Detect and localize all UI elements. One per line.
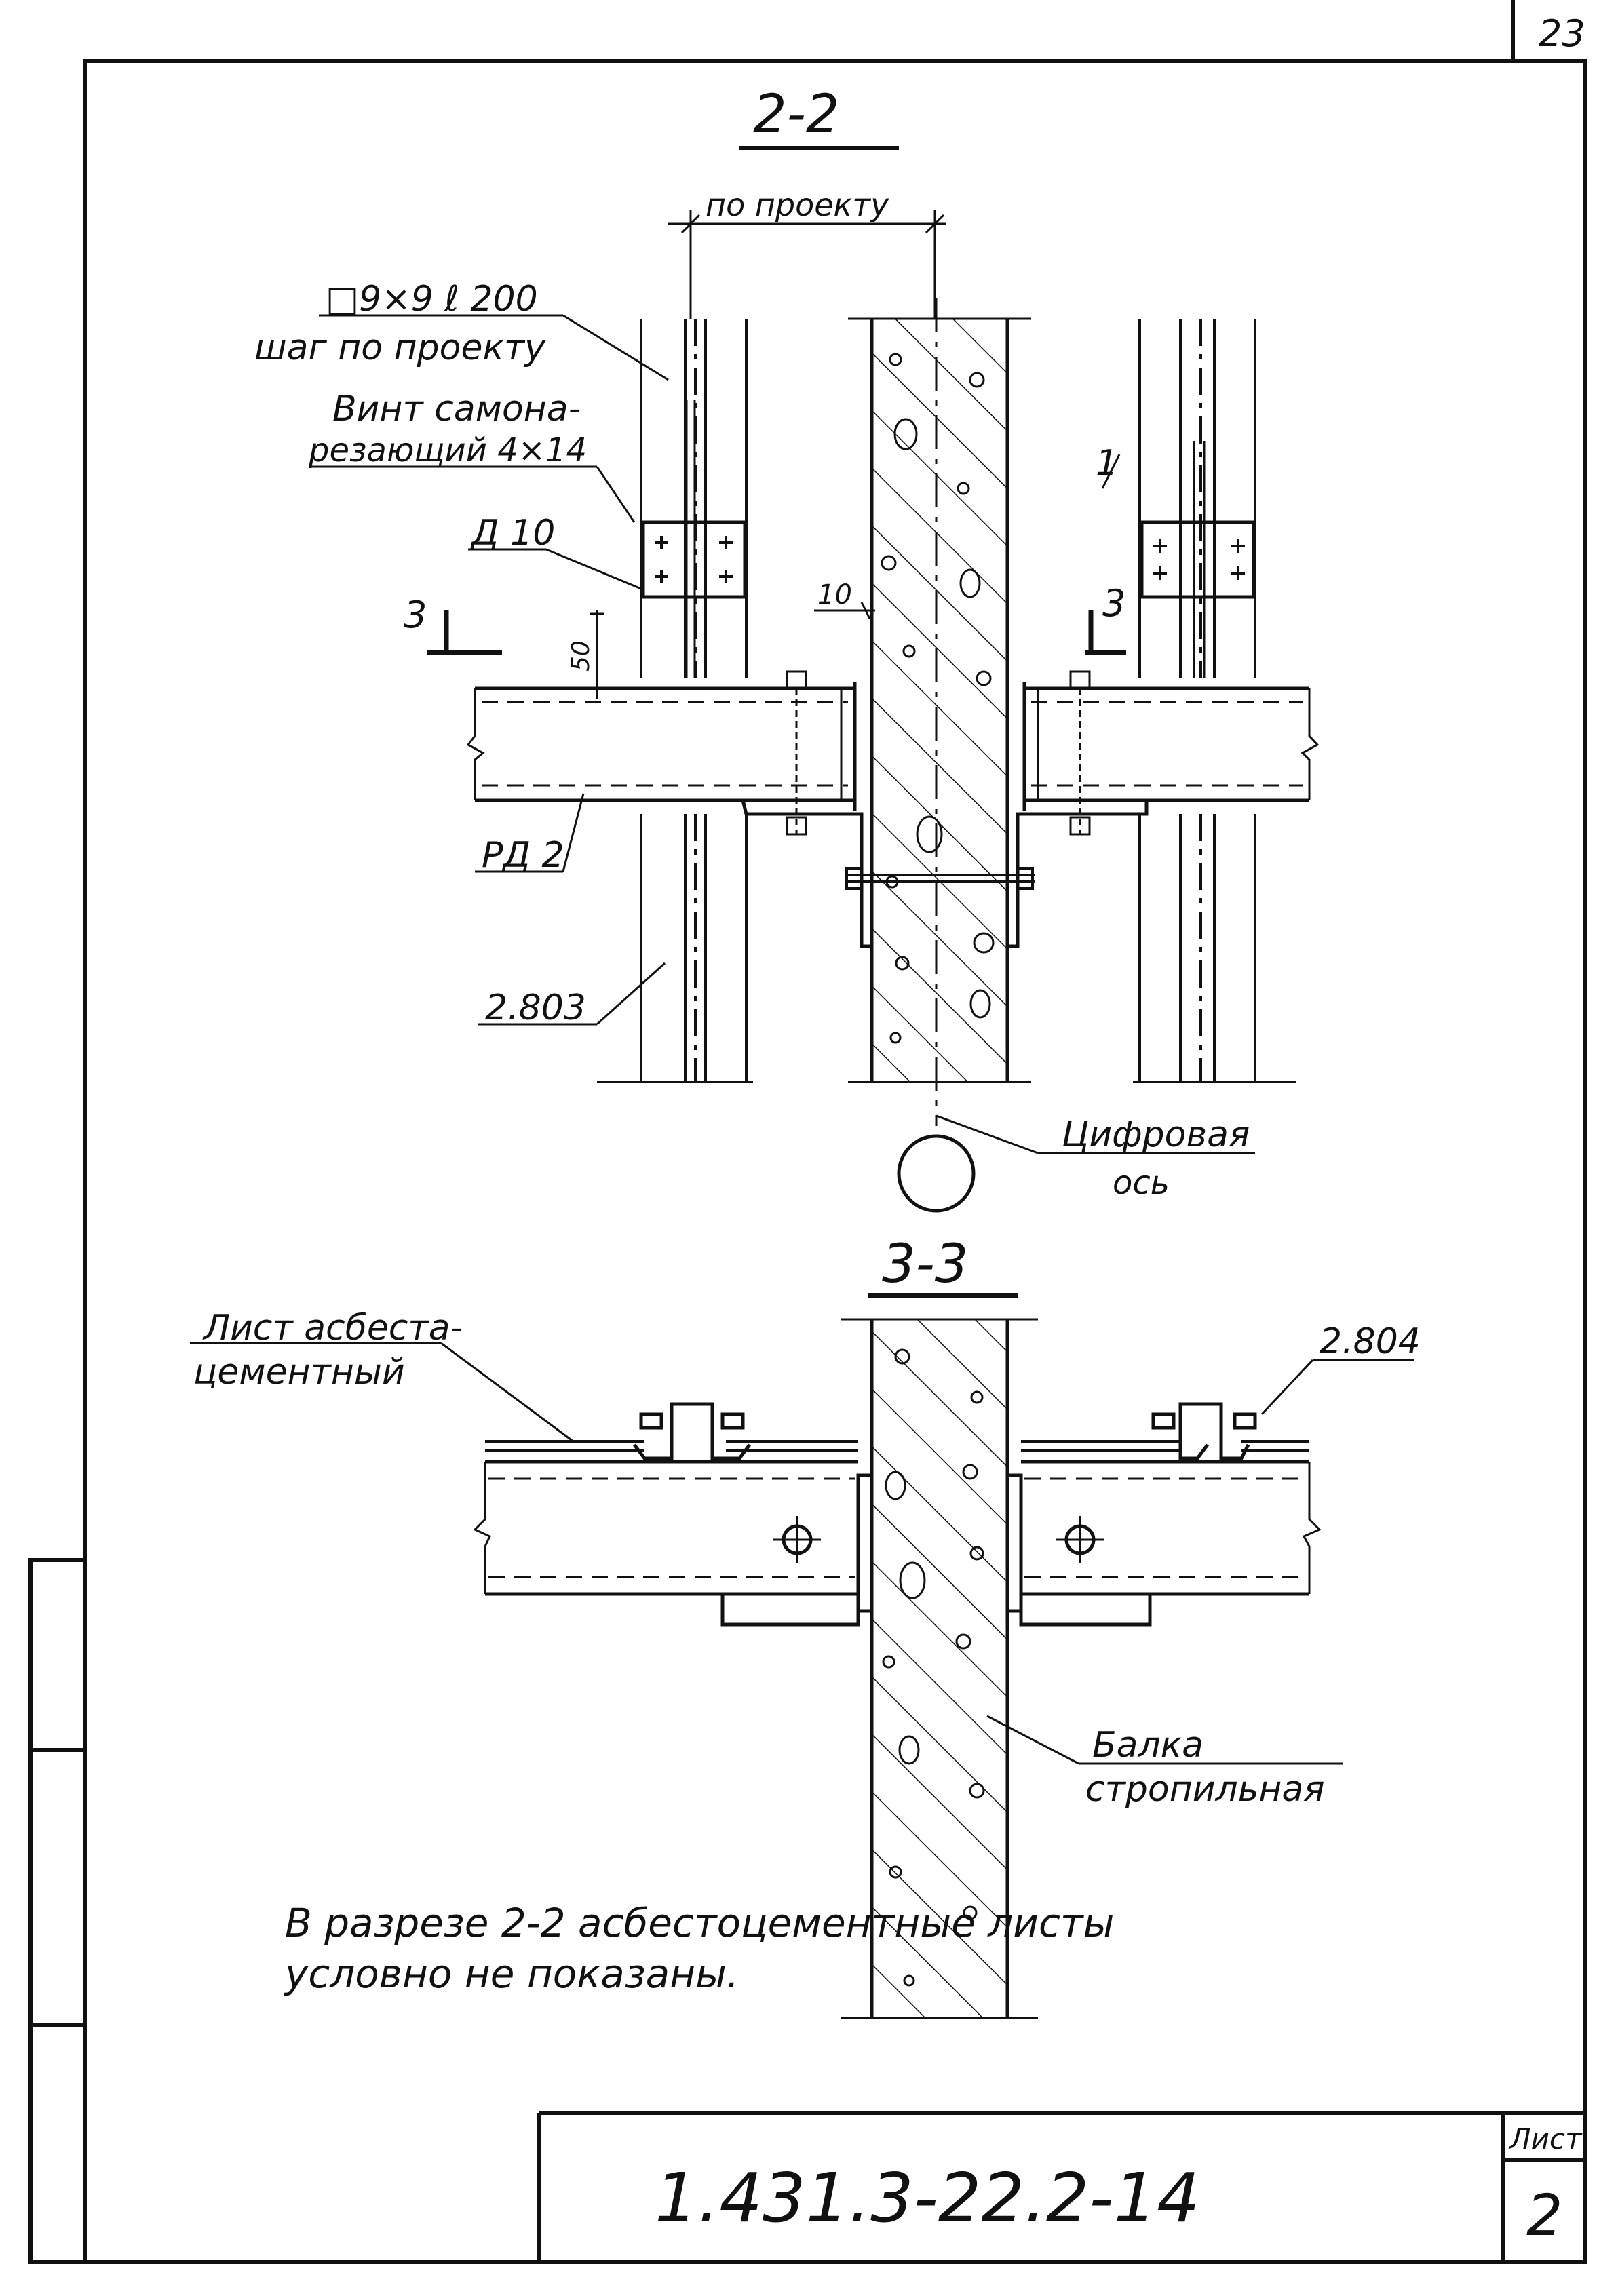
dim-50: 50 xyxy=(567,640,595,672)
label-beam-line2: стропильная xyxy=(1085,1769,1325,1810)
note-line2: условно не показаны. xyxy=(284,1951,739,1997)
label-plate-size: □9×9 ℓ 200 xyxy=(326,279,538,319)
section-2-2-title: 2-2 xyxy=(753,84,839,145)
section-2-2: 2-2 по проекту xyxy=(254,84,1320,1213)
label-rd2: РД 2 xyxy=(482,835,564,876)
label-2804: 2.804 xyxy=(1320,1321,1421,1362)
sheet-label: Лист xyxy=(1508,2122,1583,2156)
label-screw-line1: Винт самона- xyxy=(332,389,581,429)
note-line1: В разрезе 2-2 асбестоцементные листы xyxy=(285,1900,1114,1946)
label-beam-line1: Балка xyxy=(1092,1725,1203,1766)
axis-marker-circle xyxy=(897,1134,976,1213)
section-3-3-title: 3-3 xyxy=(882,1234,968,1295)
label-pos-1: 1 xyxy=(1096,443,1118,484)
dim-10: 10 xyxy=(817,579,852,610)
drawing-code: 1.431.3-22.2-14 xyxy=(655,2158,1200,2238)
sheet-number: 23 xyxy=(1539,12,1585,55)
label-d10: Д 10 xyxy=(470,513,555,553)
dim-po-proektu: по проекту xyxy=(706,187,889,223)
frame xyxy=(28,0,1587,2264)
label-asbestos-line1: Лист асбеста- xyxy=(202,1308,463,1348)
sheet-value: 2 xyxy=(1526,2182,1562,2249)
label-axis-line1: Цифровая xyxy=(1062,1114,1250,1155)
label-plate-step: шаг по проекту xyxy=(254,328,546,368)
label-screw-line2: резающий 4×14 xyxy=(308,431,587,469)
section-3-3: 3-3 xyxy=(190,1234,1421,2019)
label-asbestos-line2: цементный xyxy=(193,1352,405,1393)
cut-right-label: 3 xyxy=(1102,582,1125,625)
label-axis-line2: ось xyxy=(1113,1164,1170,1202)
cut-left-label: 3 xyxy=(404,594,427,636)
note: В разрезе 2-2 асбестоцементные листы усл… xyxy=(284,1900,1114,1997)
label-2803: 2.803 xyxy=(485,988,586,1028)
